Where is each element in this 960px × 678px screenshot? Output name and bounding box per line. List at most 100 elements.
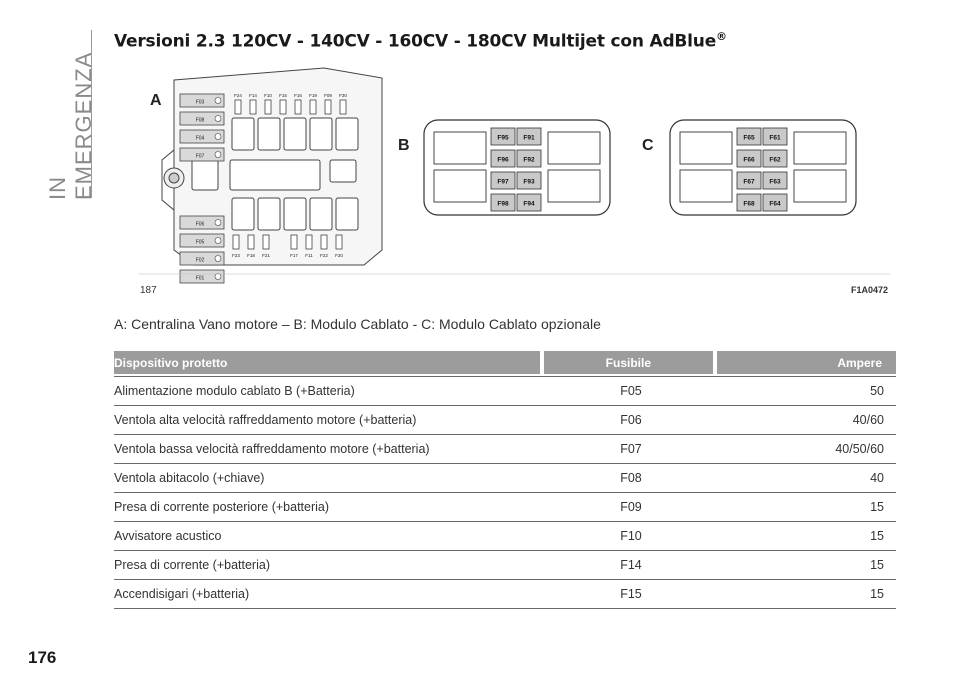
header-device-label: Dispositivo protetto xyxy=(114,355,228,370)
fuse-f96: F96 xyxy=(490,149,516,168)
engine-control-unit-a xyxy=(161,67,383,266)
fuse-f22: F22 xyxy=(320,234,328,258)
svg-text:F98: F98 xyxy=(497,201,509,208)
figure-caption: A: Centralina Vano motore – B: Modulo Ca… xyxy=(114,316,601,332)
fuse-f03: F03 xyxy=(179,93,225,108)
cell-device: Presa di corrente posteriore (+batteria) xyxy=(114,500,330,514)
svg-text:F19: F19 xyxy=(309,93,317,98)
cell-ampere: 40/50/60 xyxy=(835,442,884,456)
cell-fuse: F09 xyxy=(620,500,642,514)
label-a: A xyxy=(150,92,162,109)
cell-device: Avvisatore acustico xyxy=(114,529,222,543)
fuse-f10: F10 xyxy=(264,93,272,115)
figure-code: F1A0472 xyxy=(851,285,888,295)
svg-text:F62: F62 xyxy=(769,157,781,164)
svg-text:F03: F03 xyxy=(196,100,205,106)
fuse-f02: F02 xyxy=(179,251,225,266)
cell-device: Ventola abitacolo (+chiave) xyxy=(114,471,265,485)
cell-ampere: 40 xyxy=(870,471,884,485)
svg-text:F92: F92 xyxy=(523,157,535,164)
svg-text:F23: F23 xyxy=(232,253,240,258)
cell-fuse: F07 xyxy=(620,442,642,456)
fuse-f01: F01 xyxy=(179,269,225,284)
svg-text:F63: F63 xyxy=(769,179,781,186)
svg-text:F02: F02 xyxy=(196,258,205,264)
svg-text:F10: F10 xyxy=(264,93,272,98)
cell-device: Accendisigari (+batteria) xyxy=(114,587,250,601)
svg-text:F05: F05 xyxy=(196,240,205,246)
cell-ampere: 15 xyxy=(870,587,884,601)
svg-text:F18: F18 xyxy=(247,253,255,258)
svg-text:F17: F17 xyxy=(290,253,298,258)
cell-fuse: F15 xyxy=(620,587,642,601)
wired-module-b xyxy=(423,119,611,216)
cell-fuse: F06 xyxy=(620,413,642,427)
svg-text:F09: F09 xyxy=(324,93,332,98)
fuse-f07: F07 xyxy=(179,147,225,162)
svg-text:F61: F61 xyxy=(769,135,781,142)
svg-text:F94: F94 xyxy=(523,201,535,208)
section-label: IN EMERGENZA xyxy=(45,51,96,200)
fuse-f14: F14 xyxy=(249,93,257,115)
cell-device: Alimentazione modulo cablato B (+Batteri… xyxy=(114,384,355,398)
table-row: Ventola bassa velocità raffreddamento mo… xyxy=(114,434,896,463)
table-row: Alimentazione modulo cablato B (+Batteri… xyxy=(114,376,896,405)
svg-text:F06: F06 xyxy=(196,222,205,228)
svg-text:F65: F65 xyxy=(743,135,755,142)
header-gap xyxy=(712,351,717,374)
fuse-f92: F92 xyxy=(516,149,542,168)
page-title: Versioni 2.3 120CV - 140CV - 160CV - 180… xyxy=(114,30,727,52)
svg-text:F97: F97 xyxy=(497,179,509,186)
svg-text:F96: F96 xyxy=(497,157,509,164)
fuse-f94: F94 xyxy=(516,193,542,212)
table-row: Accendisigari (+batteria) F15 15 xyxy=(114,579,896,608)
svg-text:F24: F24 xyxy=(234,93,242,98)
figure-number: 187 xyxy=(140,285,157,296)
fuse-f98: F98 xyxy=(490,193,516,212)
fuse-f91: F91 xyxy=(516,127,542,146)
svg-text:F04: F04 xyxy=(196,136,205,142)
fuse-f97: F97 xyxy=(490,171,516,190)
cell-fuse: F14 xyxy=(620,558,642,572)
fuse-f09: F09 xyxy=(324,93,332,115)
cell-device: Ventola bassa velocità raffreddamento mo… xyxy=(114,442,430,456)
svg-text:F66: F66 xyxy=(743,157,755,164)
fuse-f66: F66 xyxy=(736,149,762,168)
table-row: Ventola alta velocità raffreddamento mot… xyxy=(114,405,896,434)
svg-text:F22: F22 xyxy=(320,253,328,258)
svg-text:F93: F93 xyxy=(523,179,535,186)
fuse-f61: F61 xyxy=(762,127,788,146)
fuse-f68: F68 xyxy=(736,193,762,212)
cell-ampere: 15 xyxy=(870,500,884,514)
svg-text:F15: F15 xyxy=(279,93,287,98)
fuse-f65: F65 xyxy=(736,127,762,146)
section-divider xyxy=(91,30,92,198)
header-gap xyxy=(539,351,544,374)
fuse-f20: F20 xyxy=(335,234,343,258)
table-bottom-rule xyxy=(114,608,896,609)
header-fuse: Fusibile xyxy=(543,351,713,374)
fuse-f63: F63 xyxy=(762,171,788,190)
fuse-f64: F64 xyxy=(762,193,788,212)
fuse-f67: F67 xyxy=(736,171,762,190)
svg-text:F64: F64 xyxy=(769,201,781,208)
fuse-f62: F62 xyxy=(762,149,788,168)
page-title-text: Versioni 2.3 120CV - 140CV - 160CV - 180… xyxy=(114,31,717,52)
svg-text:F95: F95 xyxy=(497,135,509,142)
header-device: Dispositivo protetto xyxy=(114,351,540,374)
fuse-f06: F06 xyxy=(179,215,225,230)
cell-ampere: 15 xyxy=(870,529,884,543)
svg-text:F20: F20 xyxy=(335,253,343,258)
cell-ampere: 50 xyxy=(870,384,884,398)
fuse-f17: F17 xyxy=(290,234,298,258)
fuse-f19: F19 xyxy=(309,93,317,115)
optional-wired-module-c xyxy=(669,119,857,216)
cell-device: Ventola alta velocità raffreddamento mot… xyxy=(114,413,417,427)
fuse-f95: F95 xyxy=(490,127,516,146)
registered-mark: ® xyxy=(716,30,727,43)
